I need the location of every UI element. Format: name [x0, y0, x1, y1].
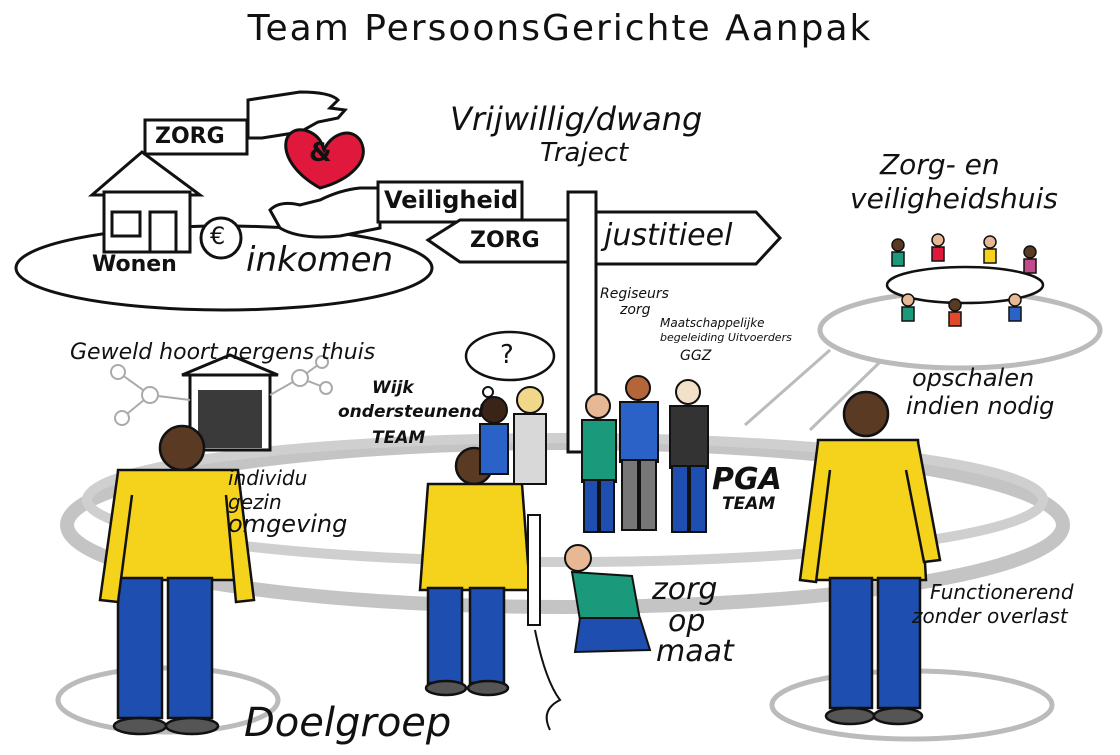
heart-icon	[284, 128, 365, 190]
regisseurs-label-2: zorg	[620, 302, 651, 318]
pga-label-1: PGA	[712, 462, 782, 497]
veiligheidshuis-label-1: Zorg- en	[880, 148, 1000, 181]
person-doelgroep	[98, 424, 256, 736]
pga-label-2: TEAM	[722, 494, 776, 514]
sign-zorg-label: ZORG	[470, 228, 540, 253]
functionerend-label-2: zonder overlast	[912, 604, 1068, 628]
maatschappelijke-label-2: begeleiding Uitvoerders	[660, 331, 792, 344]
traject-label: Traject	[540, 138, 629, 168]
question-mark: ?	[500, 340, 514, 370]
individu-label-2: gezin	[228, 490, 282, 514]
wijk-label-1: Wijk	[372, 378, 414, 398]
house-icon	[87, 150, 205, 254]
wijk-label-3: TEAM	[372, 428, 426, 448]
individu-label-3: omgeving	[228, 510, 348, 538]
opschalen-label-1: opschalen	[912, 364, 1035, 392]
measuring-person	[527, 514, 652, 731]
zorg-label-box	[143, 118, 249, 156]
wijkteam-members	[479, 386, 547, 485]
opschalen-label-2: indien nodig	[906, 392, 1055, 420]
doelgroep-label: Doelgroep	[244, 700, 452, 746]
thought-bubble	[464, 330, 556, 382]
maatschappelijke-label-1: Maatschappelijke	[660, 316, 765, 330]
inkomen-label: inkomen	[246, 240, 394, 280]
signpost-pole	[566, 190, 598, 454]
functionerend-label-1: Functionerend	[930, 580, 1074, 604]
zorg-op-maat-2: op	[668, 604, 706, 639]
page-title: Team PersoonsGerichte Aanpak	[247, 8, 873, 49]
wijk-label-2: ondersteunend	[338, 402, 484, 422]
veiligheid-label: Veiligheid	[384, 186, 519, 214]
meeting-table-icon	[885, 233, 1045, 327]
vrijwillig-label: Vrijwillig/dwang	[450, 100, 703, 138]
zorg-hand-label: ZORG	[155, 124, 225, 149]
pga-team-members	[581, 375, 709, 533]
regisseurs-label-1: Regiseurs	[600, 286, 669, 302]
veiligheidshuis-label-2: veiligheidshuis	[850, 182, 1058, 215]
geweld-label: Geweld hoort nergens thuis	[70, 340, 376, 365]
person-functionerend	[798, 390, 942, 726]
receiving-hand-icon	[268, 186, 382, 239]
network-house-icon	[110, 353, 333, 452]
wonen-label: Wonen	[92, 252, 177, 277]
sign-justitieel-label: justitieel	[604, 218, 733, 253]
zorg-op-maat-3: maat	[656, 634, 734, 669]
individu-label-1: individu	[228, 466, 308, 490]
zorg-op-maat-1: zorg	[652, 572, 718, 607]
sign-justitieel	[594, 210, 783, 266]
person-wijkteam	[418, 446, 532, 697]
euro-symbol: €	[210, 222, 226, 250]
sign-zorg	[425, 218, 570, 264]
euro-icon	[199, 216, 243, 260]
veiligheid-label-box	[376, 180, 524, 224]
ggz-label: GGZ	[680, 348, 712, 364]
heart-amp: &	[309, 138, 332, 168]
